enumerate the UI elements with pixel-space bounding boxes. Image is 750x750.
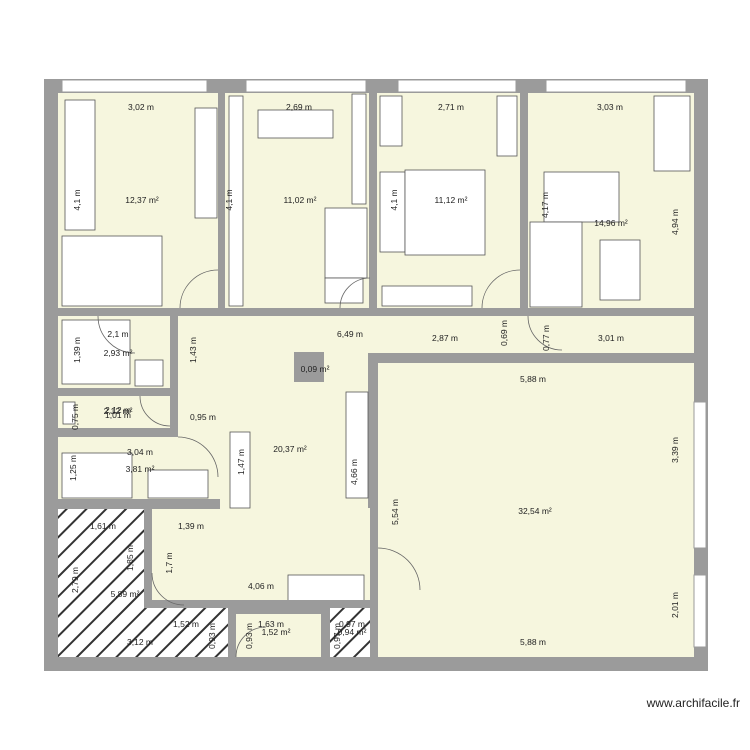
dim-label: 2,01 m [670, 592, 680, 618]
dim-label: 4,66 m [349, 459, 359, 485]
terrace-hatched-2 [144, 606, 228, 657]
dim-label: 5,54 m [390, 499, 400, 525]
area-small1: 1,52 m² [262, 627, 291, 637]
area-bath: 2,93 m² [104, 348, 133, 358]
area-wc: 2,12 m² [104, 406, 133, 416]
dim-label: 2,71 m [438, 102, 464, 112]
dim-label: 2,12 m [105, 405, 131, 415]
dim-label: 1,25 m [68, 455, 78, 481]
dim-label: 4,1 m [72, 189, 82, 210]
watermark: www.archifacile.fr [646, 696, 740, 710]
room-wc [58, 396, 170, 428]
terrace-hatched [58, 509, 144, 657]
area-column: 0,09 m² [301, 364, 330, 374]
dim-label: 2,69 m [286, 102, 312, 112]
area-room1: 12,37 m² [125, 195, 159, 205]
area-living: 20,37 m² [273, 444, 307, 454]
dim-label: 2,87 m [432, 333, 458, 343]
dim-label: 3,02 m [128, 102, 154, 112]
dim-label: 4,17 m [540, 192, 550, 218]
dim-label: 1,39 m [72, 337, 82, 363]
dim-label: 5,88 m [520, 637, 546, 647]
dim-label: 3,03 m [597, 102, 623, 112]
dim-label: 0,93 m [244, 623, 254, 649]
dim-label: 0,75 m [70, 404, 80, 430]
dim-label: 6,49 m [337, 329, 363, 339]
dim-label: 0,77 m [541, 325, 551, 351]
dim-label: 3,01 m [598, 333, 624, 343]
area-shower: 3,81 m² [126, 464, 155, 474]
dim-label: 1,63 m [258, 619, 284, 629]
dim-label: 3,12 m [127, 637, 153, 647]
area-room4: 14,96 m² [594, 218, 628, 228]
dim-label: 0,69 m [499, 320, 509, 346]
dim-label: 4,94 m [670, 209, 680, 235]
interior-walls [58, 88, 694, 657]
dim-label: 4,1 m [224, 189, 234, 210]
dim-label: 4,1 m [389, 189, 399, 210]
dim-label: 3,04 m [127, 447, 153, 457]
dim-label: 1,7 m [164, 552, 174, 573]
area-labels: 12,37 m² 11,02 m² 11,12 m² 14,96 m² 2,93… [104, 195, 628, 637]
dim-label: 3,39 m [670, 437, 680, 463]
dim-label: 0,97 m [339, 619, 365, 629]
dim-label: 1,47 m [236, 449, 246, 475]
area-small2: 0,94 m² [338, 627, 367, 637]
area-room3: 11,12 m² [435, 195, 468, 205]
windows [61, 79, 707, 648]
dim-label: 0,97 m [332, 623, 342, 649]
dim-label: 2,1 m [107, 329, 128, 339]
dim-label: 1,39 m [178, 521, 204, 531]
dimension-labels: 3,02 m 2,69 m 2,71 m 3,03 m 4,1 m 4,1 m … [68, 102, 680, 649]
area-room2: 11,02 m² [284, 195, 317, 205]
dim-label: 1,61 m [90, 521, 116, 531]
dim-label: 1,85 m [125, 545, 135, 571]
dim-label: 1,01 m [105, 410, 131, 420]
furniture [61, 93, 691, 602]
area-salon: 32,54 m² [518, 506, 552, 516]
dim-label: 2,79 m [70, 567, 80, 593]
door-swings [97, 269, 563, 658]
area-terrace: 5,89 m² [111, 589, 140, 599]
dim-label: 0,93 m [207, 623, 217, 649]
small-hatched [330, 608, 370, 657]
dim-label: 5,88 m [520, 374, 546, 384]
room-small-1 [236, 614, 321, 657]
dim-label: 1,43 m [188, 337, 198, 363]
dim-label: 0,95 m [190, 412, 216, 422]
room-salon [378, 363, 694, 657]
dim-label: 1,52 m [173, 619, 199, 629]
dim-label: 4,06 m [248, 581, 274, 591]
